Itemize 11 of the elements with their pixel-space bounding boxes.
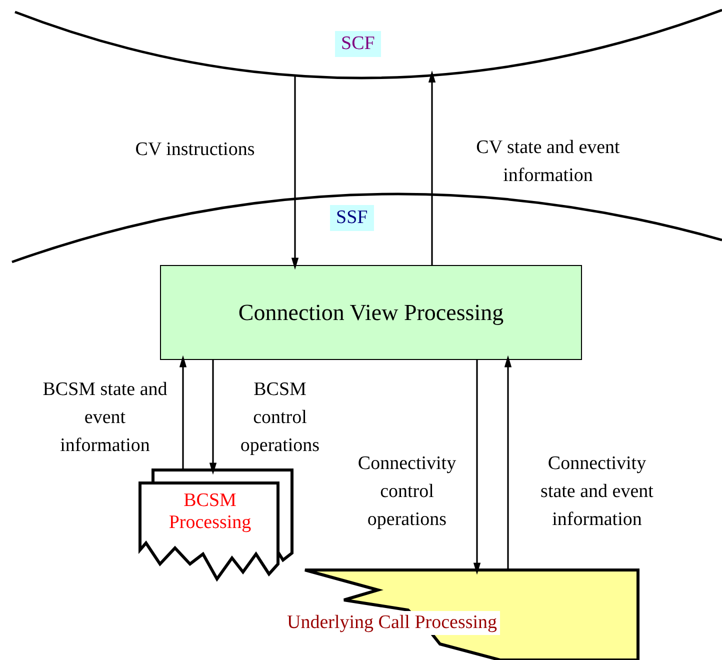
region-label: SCF xyxy=(335,31,381,57)
process-box: Connection View Processing xyxy=(160,265,582,360)
process-label: Underlying Call Processing xyxy=(284,611,500,635)
arrow xyxy=(179,355,187,470)
arrow xyxy=(209,360,217,475)
arrow xyxy=(504,355,512,570)
arrow xyxy=(428,70,436,265)
region-label: SSF xyxy=(330,205,374,231)
arrow xyxy=(291,76,299,270)
arrow xyxy=(473,360,481,575)
process-label: BCSM Processing xyxy=(168,490,252,534)
